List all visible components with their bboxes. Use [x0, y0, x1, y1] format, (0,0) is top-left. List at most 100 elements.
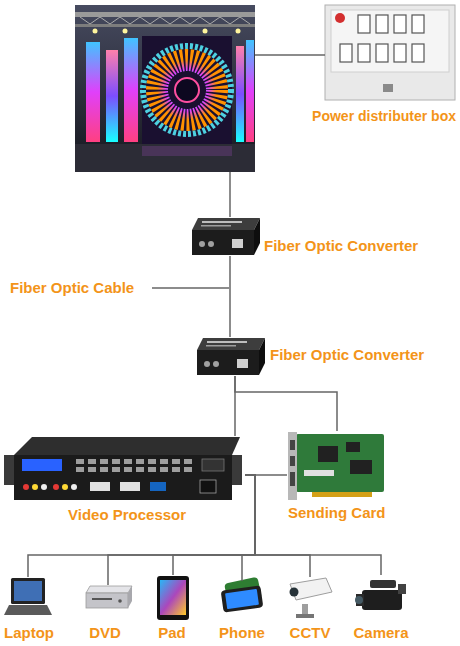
stage-light: [203, 29, 208, 34]
brand-logo: [335, 13, 345, 23]
truss-bar: [75, 24, 255, 27]
led-panel: [106, 50, 118, 142]
truss-lattice: [80, 17, 250, 24]
video-processor-picture: [4, 437, 242, 500]
power-box-picture: [325, 5, 455, 100]
power-box-node: Power distributer box: [311, 4, 457, 125]
breaker: [394, 15, 406, 33]
camcorder-body: [362, 590, 402, 610]
breaker: [340, 44, 352, 62]
button: [112, 467, 120, 472]
connector-line: [28, 475, 255, 577]
rca-jack: [62, 484, 68, 490]
leader-line: [152, 287, 229, 289]
camera-picture: [355, 580, 406, 610]
rca-jack: [53, 484, 59, 490]
laptop-base: [4, 605, 52, 615]
breaker: [376, 15, 388, 33]
node-label: Phone: [219, 624, 265, 641]
dvd-front: [86, 593, 128, 608]
button: [184, 467, 192, 472]
node-label: Laptop: [4, 624, 54, 641]
bracket-port: [290, 456, 295, 466]
button: [124, 467, 132, 472]
button: [172, 467, 180, 472]
converter-picture: [192, 218, 260, 255]
converter-marking: [207, 341, 247, 343]
pad-body: [157, 576, 189, 620]
converter-top: [192, 218, 260, 230]
node-label: Power distributer box: [312, 108, 456, 124]
rj45-port: [237, 359, 248, 368]
processor-node: Video Processor: [3, 436, 245, 524]
led-panel: [86, 42, 100, 142]
converter-front: [192, 230, 254, 255]
fiber-port: [204, 361, 210, 367]
button: [124, 459, 132, 464]
button-grid: [76, 459, 192, 472]
button: [100, 467, 108, 472]
stage-light: [236, 29, 241, 34]
led-core: [175, 78, 199, 102]
cctv-picture: [290, 578, 333, 618]
converter-node: Fiber Optic Converter: [196, 337, 425, 376]
led-panel: [124, 38, 138, 142]
rack-ear: [4, 455, 14, 485]
cable-label: Fiber Optic Cable: [10, 279, 134, 296]
breaker: [412, 44, 424, 62]
fiber-port: [199, 241, 205, 247]
button: [76, 467, 84, 472]
rj45-port: [232, 239, 243, 248]
node-label: Sending Card: [288, 504, 386, 521]
cctv-lens: [290, 588, 299, 597]
button: [88, 459, 96, 464]
node-label: Fiber Optic Converter: [264, 237, 418, 254]
box-lock: [383, 84, 393, 92]
breaker: [412, 15, 424, 33]
chip: [318, 446, 338, 462]
screen-wire: [229, 172, 231, 217]
connector-header: [304, 470, 334, 476]
bracket-port: [290, 472, 295, 486]
node-label: Video Processor: [68, 506, 186, 523]
pcb-board: [296, 434, 384, 492]
button: [112, 459, 120, 464]
led-panel: [246, 40, 254, 142]
rca-jack: [71, 484, 77, 490]
converter-front: [197, 350, 259, 375]
device-node: DVD: [83, 585, 135, 642]
button: [76, 459, 84, 464]
breaker: [376, 44, 388, 62]
pad-picture: [157, 576, 189, 620]
phone-screen: [225, 589, 259, 609]
led-burst: [157, 60, 217, 120]
converter-marking: [201, 225, 231, 227]
breaker: [394, 44, 406, 62]
node-label: Pad: [158, 624, 186, 641]
disc-slot: [92, 598, 112, 600]
vga-port: [150, 482, 166, 491]
phone-picture: [221, 577, 264, 613]
button: [136, 459, 144, 464]
converter-top: [197, 338, 265, 350]
led-panel: [236, 46, 244, 142]
truss-bar: [75, 12, 255, 17]
connector-line: [108, 475, 255, 585]
sending-card-node: Sending Card: [287, 431, 387, 522]
connector-line: [229, 256, 231, 337]
knob-panel: [202, 459, 224, 471]
phone-body: [221, 585, 264, 612]
breaker: [358, 44, 370, 62]
button: [148, 459, 156, 464]
button: [100, 459, 108, 464]
button: [148, 467, 156, 472]
led-ring: [143, 46, 231, 134]
power-wire: [255, 54, 325, 56]
floor-reflection: [142, 146, 232, 156]
device-node: Laptop: [3, 577, 55, 642]
lcd-display: [22, 459, 62, 471]
node-label: Camera: [353, 624, 408, 641]
breaker: [358, 15, 370, 33]
node-label: CCTV: [290, 624, 331, 641]
